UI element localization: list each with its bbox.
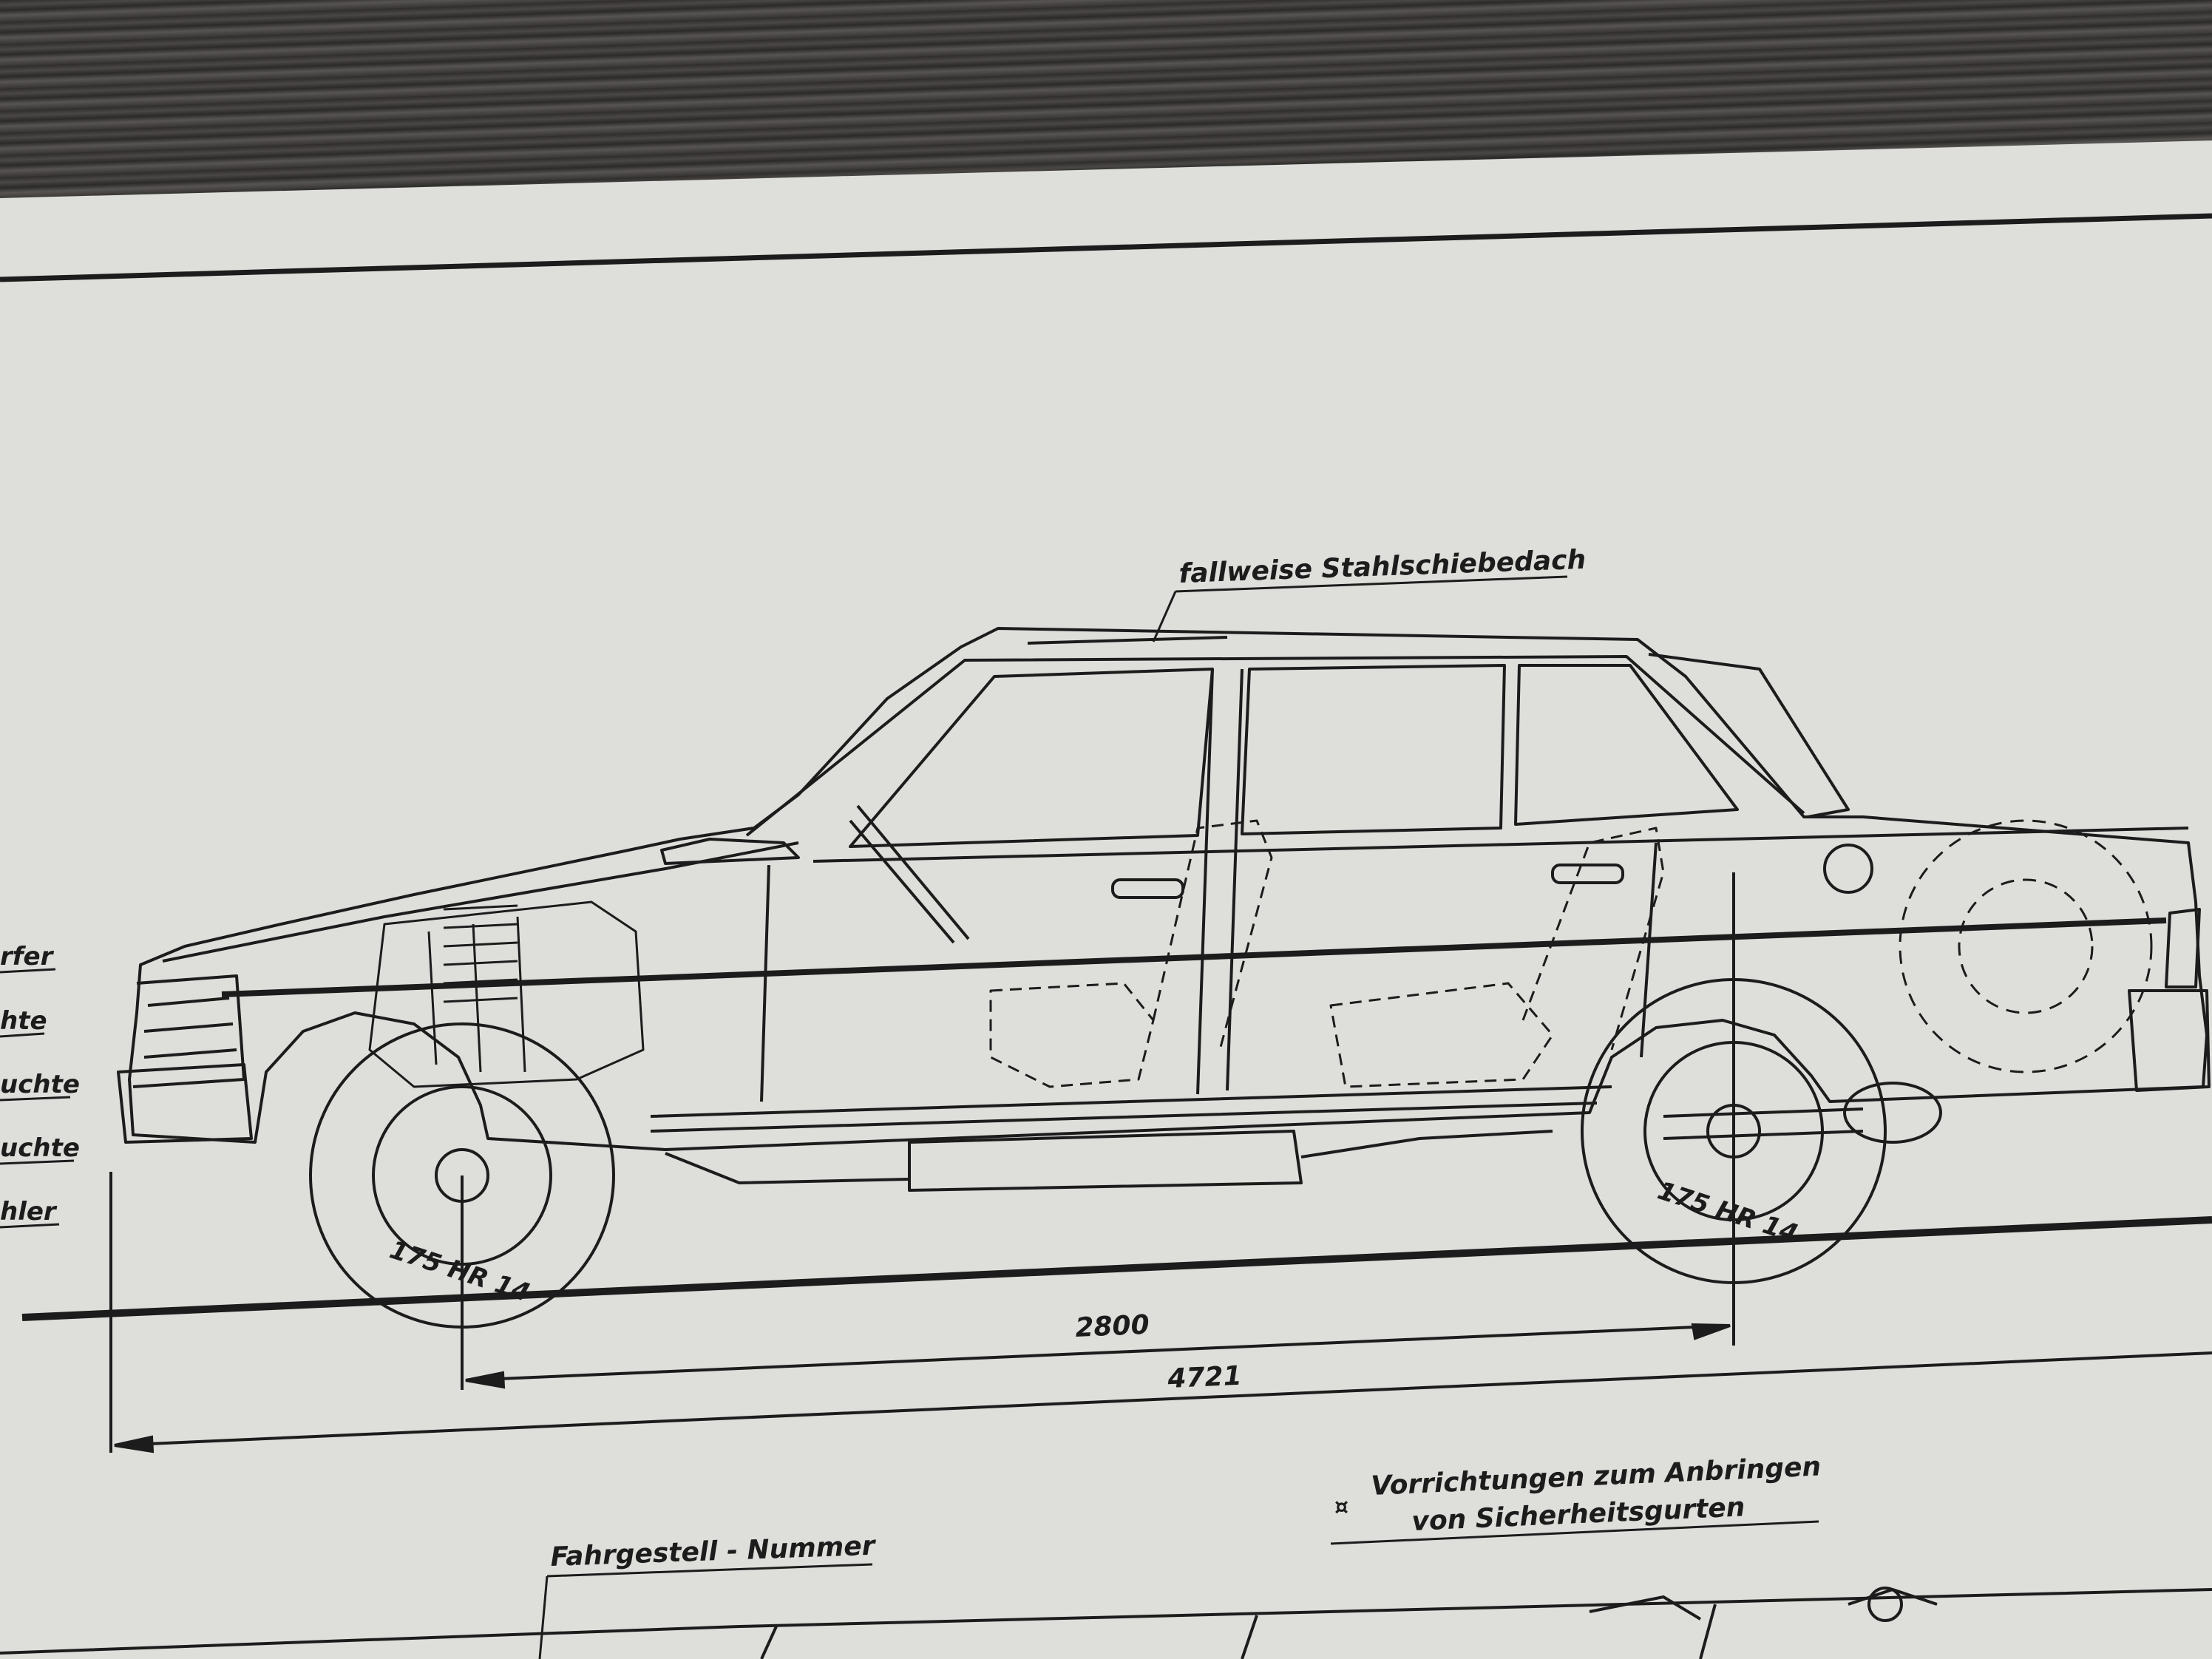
seatbelt-underline: [1330, 1520, 1819, 1545]
rear-door-handle: [1551, 864, 1624, 884]
front-seat: [989, 819, 1273, 1088]
b-pillar: [1196, 668, 1244, 1095]
rear-axle: [1663, 1107, 1864, 1140]
car-side-view: [117, 627, 2211, 1329]
side-molding: [221, 917, 2167, 997]
wheelbase-value: 2800: [1075, 1310, 1150, 1343]
bonnet-line: [162, 841, 799, 963]
left-label-2: hte: [0, 1006, 47, 1036]
roof-inner-line: [745, 655, 1805, 837]
sunroof-leader: [1152, 591, 1177, 642]
rear-door-cut: [1640, 842, 1658, 1058]
left-label-3: uchte: [0, 1070, 80, 1099]
rear-screen: [1648, 653, 1850, 818]
chassis-underline: [546, 1563, 873, 1578]
front-door-cut: [760, 864, 770, 1102]
sill-line: [650, 1085, 1612, 1133]
exhaust-pipe: [665, 1130, 1553, 1184]
left-label-4: uchte: [0, 1133, 80, 1163]
front-grille: [132, 974, 245, 1088]
rear-muffler: [1843, 1082, 1942, 1144]
fuel-cap: [1823, 844, 1873, 894]
steering-wheel: [849, 804, 970, 944]
belt-line: [812, 827, 2189, 863]
overall-length-value: 4721: [1167, 1361, 1243, 1394]
quarter-window: [1514, 664, 1739, 826]
sheet-top-border: [0, 213, 2212, 282]
rear-door-window: [1241, 664, 1506, 835]
front-spring: [443, 904, 518, 1003]
engine-block: [368, 900, 645, 1088]
wheelbase-dimension-line: [465, 1324, 1731, 1382]
ground-line: [21, 1216, 2212, 1321]
rear-light: [2165, 908, 2201, 988]
sunroof-underline: [1175, 575, 1568, 593]
left-label-1: rfer: [0, 942, 55, 971]
chassis-plan-view: [0, 1587, 2212, 1659]
seatbelt-marker: ¤: [1334, 1494, 1348, 1520]
front-bumper: [117, 1063, 253, 1144]
spare-wheel: [1899, 819, 2153, 1073]
rear-seat: [1329, 827, 1665, 1088]
rear-bumper: [2128, 989, 2211, 1092]
cowl-panel: [660, 838, 800, 865]
spare-wheel-hub: [1958, 878, 2094, 1014]
overall-length-dimension-line: [114, 1351, 2212, 1447]
drive-shaft: [908, 1130, 1303, 1192]
dimension-lines: [0, 575, 2212, 1659]
sunroof-outline: [1027, 636, 1228, 645]
paper-sheet: [0, 140, 2212, 1659]
left-label-5: hler: [0, 1197, 58, 1227]
